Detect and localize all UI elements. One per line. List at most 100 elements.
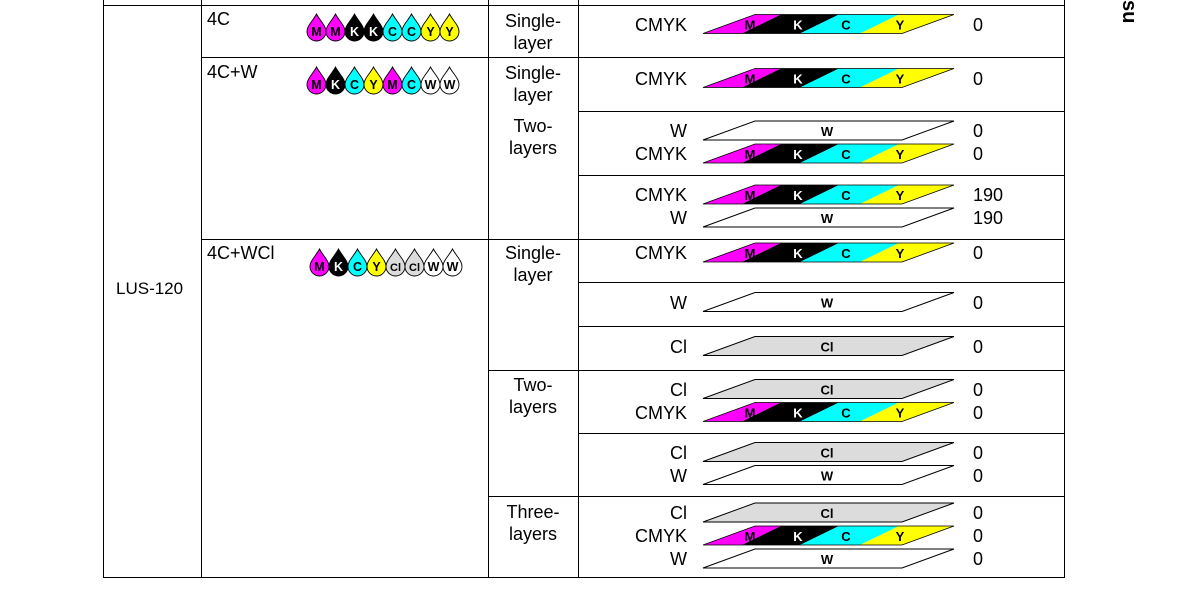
- bar-letter: C: [841, 406, 851, 421]
- black-segment: [742, 68, 839, 88]
- white-ink-drop-icon: W: [423, 247, 444, 277]
- bar-letter: Cl: [821, 383, 834, 398]
- column-divider: [1064, 0, 1065, 578]
- layer-value: 0: [973, 144, 984, 164]
- svg-text:K: K: [334, 260, 343, 274]
- svg-text:K: K: [350, 25, 359, 39]
- bar-letter: K: [793, 18, 803, 33]
- svg-text:C: C: [407, 78, 416, 92]
- bar-letter: M: [745, 188, 756, 203]
- layer-ink-label: Cl: [670, 336, 687, 357]
- bar-letter: C: [841, 188, 851, 203]
- bar-letter: M: [745, 406, 756, 421]
- svg-text:M: M: [311, 78, 321, 92]
- column-divider: [488, 0, 489, 578]
- bar-letter: C: [841, 18, 851, 33]
- table-top-border: [103, 5, 1065, 6]
- row-divider: [578, 175, 1065, 176]
- bar-letter: Y: [896, 72, 905, 87]
- bar-letter: M: [745, 529, 756, 544]
- svg-text:K: K: [331, 78, 340, 92]
- bar-letter: M: [745, 147, 756, 162]
- row-divider: [488, 496, 1065, 497]
- ink-set-name: 4C+W: [207, 62, 258, 82]
- layer-ink-label: CMYK: [634, 243, 687, 263]
- svg-text:Y: Y: [372, 260, 381, 274]
- layer-value: 190: [973, 208, 1004, 228]
- model-name: LUS-120: [116, 279, 184, 298]
- layer-ink-label: CMYK: [634, 526, 687, 546]
- layer-value: 0: [973, 68, 984, 89]
- yellow-ink-drop-icon: Y: [363, 65, 384, 95]
- layer-ink-label: CMYK: [634, 185, 687, 205]
- bar-letter: M: [745, 18, 756, 33]
- layer-ink-label: W: [670, 121, 687, 141]
- svg-text:C: C: [407, 25, 416, 39]
- row-divider: [578, 433, 1065, 434]
- layer-value: 0: [973, 465, 984, 486]
- svg-text:Y: Y: [369, 78, 378, 92]
- bar-letter: C: [841, 147, 851, 162]
- layer-value: 0: [973, 336, 984, 357]
- black-segment: [742, 185, 839, 204]
- bar-letter: K: [793, 72, 803, 87]
- row-divider: [201, 57, 1065, 58]
- row-divider: [201, 239, 1065, 240]
- svg-text:M: M: [330, 25, 340, 39]
- svg-text:Y: Y: [426, 25, 435, 39]
- bar-letter: W: [821, 296, 834, 311]
- white-ink-drop-icon: W: [442, 247, 463, 277]
- cyan-segment: [800, 526, 899, 545]
- bar-letter: Y: [896, 188, 905, 203]
- black-ink-drop-icon: K: [325, 65, 346, 95]
- cyan-ink-drop-icon: C: [347, 247, 368, 277]
- clear-ink-drop-icon: Cl: [404, 247, 425, 277]
- black-ink-drop-icon: K: [328, 247, 349, 277]
- yellow-ink-drop-icon: Y: [439, 12, 460, 42]
- layer-mode-label: Single-layer: [504, 63, 562, 105]
- cyan-segment: [800, 144, 899, 163]
- black-segment: [742, 14, 839, 34]
- svg-text:W: W: [447, 260, 459, 274]
- black-segment: [742, 144, 839, 163]
- row-divider: [488, 370, 1065, 371]
- bar-letter: W: [821, 552, 834, 567]
- black-ink-drop-icon: K: [363, 12, 384, 42]
- layer-ink-label: Cl: [670, 442, 687, 463]
- bar-letter: K: [793, 147, 803, 162]
- svg-text:W: W: [444, 78, 456, 92]
- black-segment: [742, 402, 839, 422]
- layer-ink-label: CMYK: [634, 14, 687, 35]
- bar-letter: K: [793, 529, 803, 544]
- yellow-ink-drop-icon: Y: [366, 247, 387, 277]
- magenta-ink-drop-icon: M: [325, 12, 346, 42]
- yellow-ink-drop-icon: Y: [420, 12, 441, 42]
- layer-mode-label: Three-layers: [506, 502, 560, 544]
- bar-letter: C: [841, 246, 851, 261]
- magenta-ink-drop-icon: M: [306, 12, 327, 42]
- bar-letter: C: [841, 72, 851, 87]
- bar-letter: K: [793, 188, 803, 203]
- layer-ink-label: Cl: [670, 379, 687, 400]
- layer-mode-label: Single-layer: [504, 11, 562, 53]
- bar-letter: W: [821, 211, 834, 226]
- bar-letter: Y: [896, 147, 905, 162]
